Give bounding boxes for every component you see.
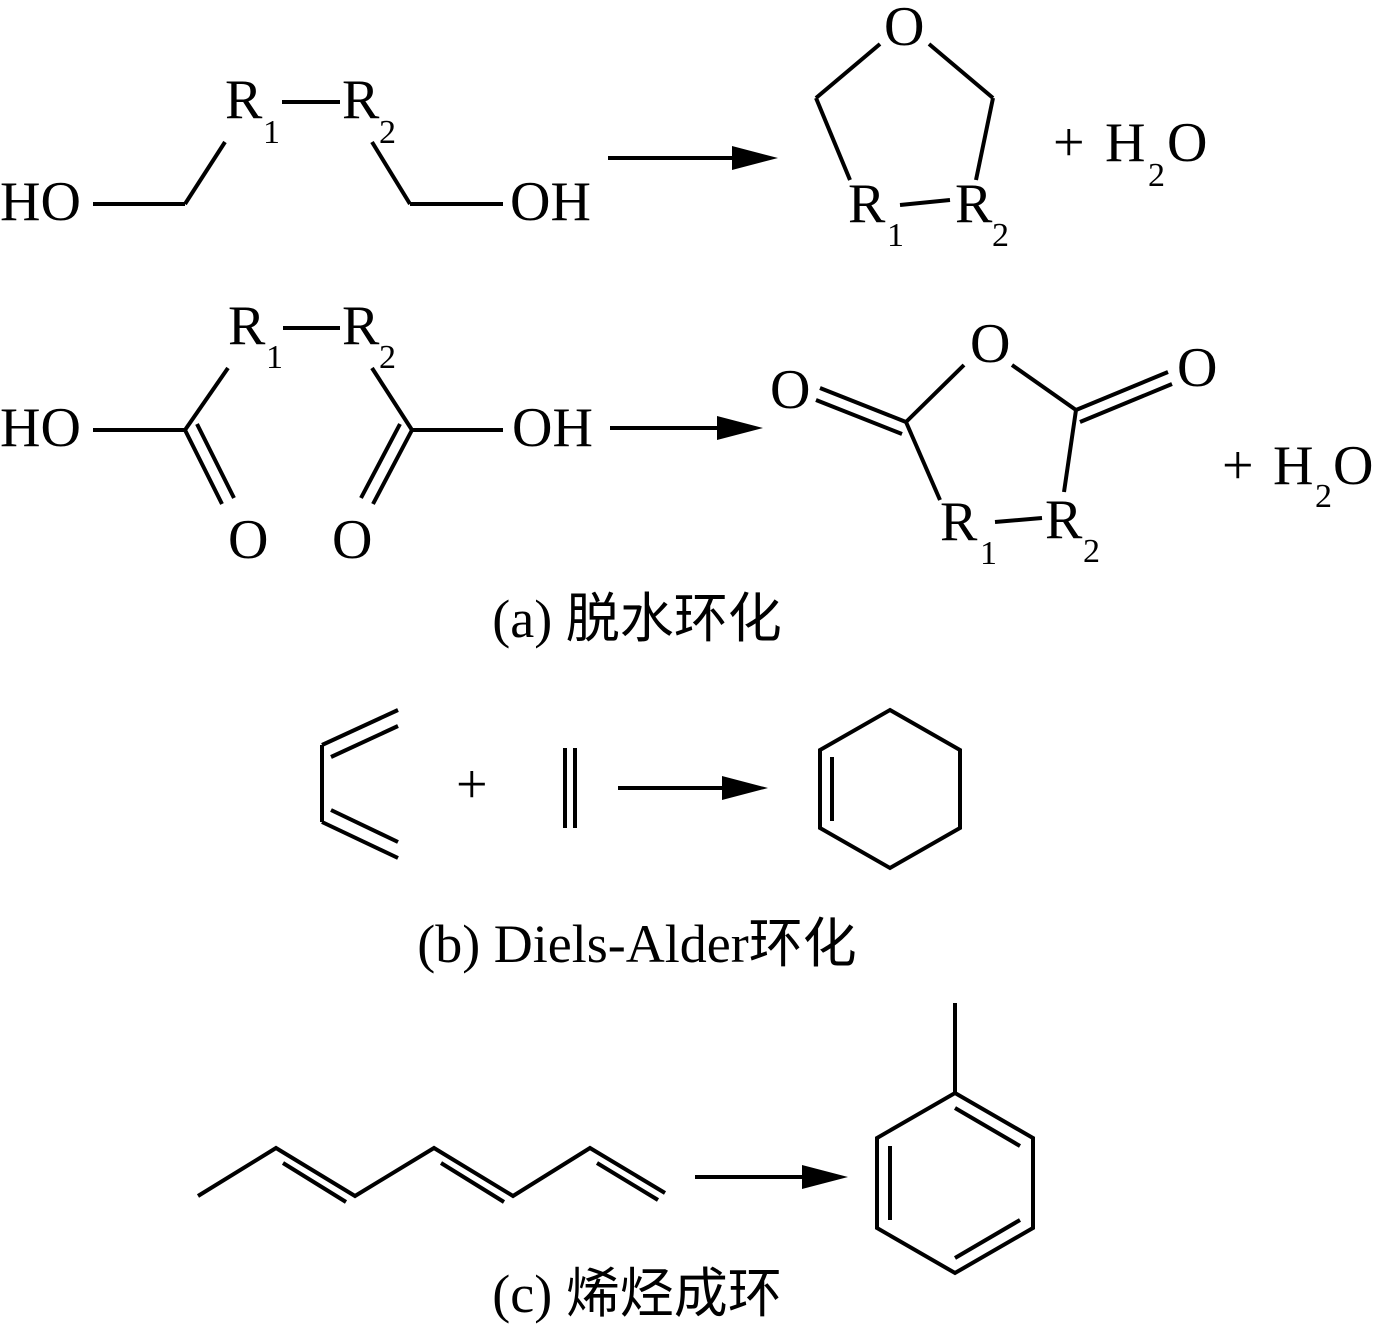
toluene [875, 1003, 1035, 1276]
atom-R1: R [848, 173, 886, 235]
reaction-arrow [618, 776, 768, 800]
ethylene [563, 748, 577, 828]
bond [899, 198, 951, 207]
double-bond-inner [439, 1161, 506, 1204]
reaction-a2-diacid-cyclization: HO O R 1 R 2 O OH O [0, 295, 1373, 572]
bond [1010, 363, 1078, 412]
carbonyl-double-bond [815, 398, 903, 436]
carbonyl-double-bond [359, 423, 402, 499]
atom-R2: R [342, 295, 380, 357]
ring [818, 707, 962, 871]
atom-HO-left: HO [0, 397, 81, 459]
triene-chain [196, 1145, 667, 1204]
atom-R2: R [1045, 489, 1083, 551]
benzene-ring [875, 1090, 1035, 1276]
subscript-1: 1 [887, 217, 904, 254]
carbonyl-double-bond [195, 423, 236, 499]
subscript-1: 1 [266, 339, 283, 376]
atom-O-carbonyl-right: O [1177, 337, 1217, 399]
diacid-reactant: HO O R 1 R 2 O OH [0, 295, 593, 571]
bond [927, 42, 995, 100]
subscript-1: 1 [980, 535, 997, 572]
bond [183, 140, 227, 206]
bond [1062, 409, 1078, 493]
water-byproduct: + H 2 O [1222, 435, 1373, 515]
bond [370, 366, 414, 432]
cyclic-anhydride-product: O O O R 1 R 2 [770, 313, 1217, 572]
atom-O: O [1167, 112, 1207, 174]
atom-OH-right: OH [510, 171, 591, 233]
caption-c: (c) 烯烃成环 [492, 1264, 781, 1324]
reaction-arrow [610, 416, 763, 440]
carbonyl-double-bond [371, 429, 414, 505]
bond [974, 97, 995, 181]
atom-O-carbonyl-left: O [770, 359, 810, 421]
subscript-2: 2 [1083, 533, 1100, 570]
bond [814, 42, 882, 100]
double-bond-inner [953, 1218, 1022, 1260]
atom-R1: R [940, 491, 978, 553]
chain [196, 1145, 667, 1199]
double-bond-inner [330, 808, 399, 844]
bond [994, 516, 1043, 524]
double-bond-inner [330, 724, 399, 759]
atom-R1: R [228, 295, 266, 357]
atom-O-carbonyl: O [332, 509, 372, 571]
water-byproduct: + H 2 O [1053, 112, 1207, 194]
subscript-2: 2 [1148, 157, 1165, 194]
subscript-2: 2 [992, 217, 1009, 254]
atom-OH-right: OH [512, 397, 593, 459]
atom-H: H [1273, 435, 1313, 497]
bond [321, 708, 399, 747]
bond [370, 140, 412, 206]
plus-sign: + [1222, 435, 1254, 497]
bond [183, 366, 230, 432]
subscript-2: 2 [1315, 478, 1332, 515]
subscript-2: 2 [379, 114, 396, 151]
reaction-arrow [695, 1165, 848, 1189]
caption-a: (a) 脱水环化 [492, 589, 781, 649]
atom-R2: R [342, 69, 380, 131]
atom-O-ring: O [970, 313, 1010, 375]
atom-HO-left: HO [0, 171, 81, 233]
reaction-a1-diol-cyclization: HO R 1 R 2 OH O R 1 R 2 [0, 0, 1207, 254]
carbonyl-double-bond [183, 429, 224, 505]
carbonyl-double-bond [1079, 382, 1173, 424]
atom-O-carbonyl: O [228, 509, 268, 571]
bond [904, 363, 966, 424]
double-bond-inner [595, 1161, 660, 1202]
atom-R2: R [955, 173, 993, 235]
caption-b: (b) Diels-Alder环化 [417, 914, 856, 974]
atom-R1: R [225, 69, 263, 131]
cyclohexene [818, 707, 962, 871]
bond [321, 820, 399, 860]
double-bond-inner [281, 1161, 348, 1204]
bond [814, 97, 852, 181]
atom-O: O [1333, 435, 1373, 497]
butadiene [320, 708, 399, 860]
plus-sign: + [456, 754, 488, 816]
carbonyl-double-bond [1075, 370, 1169, 412]
diol-reactant: HO R 1 R 2 OH [0, 69, 591, 233]
carbonyl-double-bond [819, 386, 907, 424]
cyclic-ether-product: O R 1 R 2 [814, 0, 1009, 254]
reaction-c-olefin-cyclization [196, 1003, 1035, 1276]
plus-sign: + [1053, 112, 1085, 174]
bond [904, 421, 942, 501]
atom-H: H [1105, 112, 1145, 174]
double-bond-inner [953, 1106, 1022, 1148]
reaction-b-diels-alder: + [320, 707, 962, 871]
atom-O-ring: O [884, 0, 924, 58]
subscript-1: 1 [263, 114, 280, 151]
reaction-arrow [608, 146, 778, 170]
subscript-2: 2 [379, 339, 396, 376]
